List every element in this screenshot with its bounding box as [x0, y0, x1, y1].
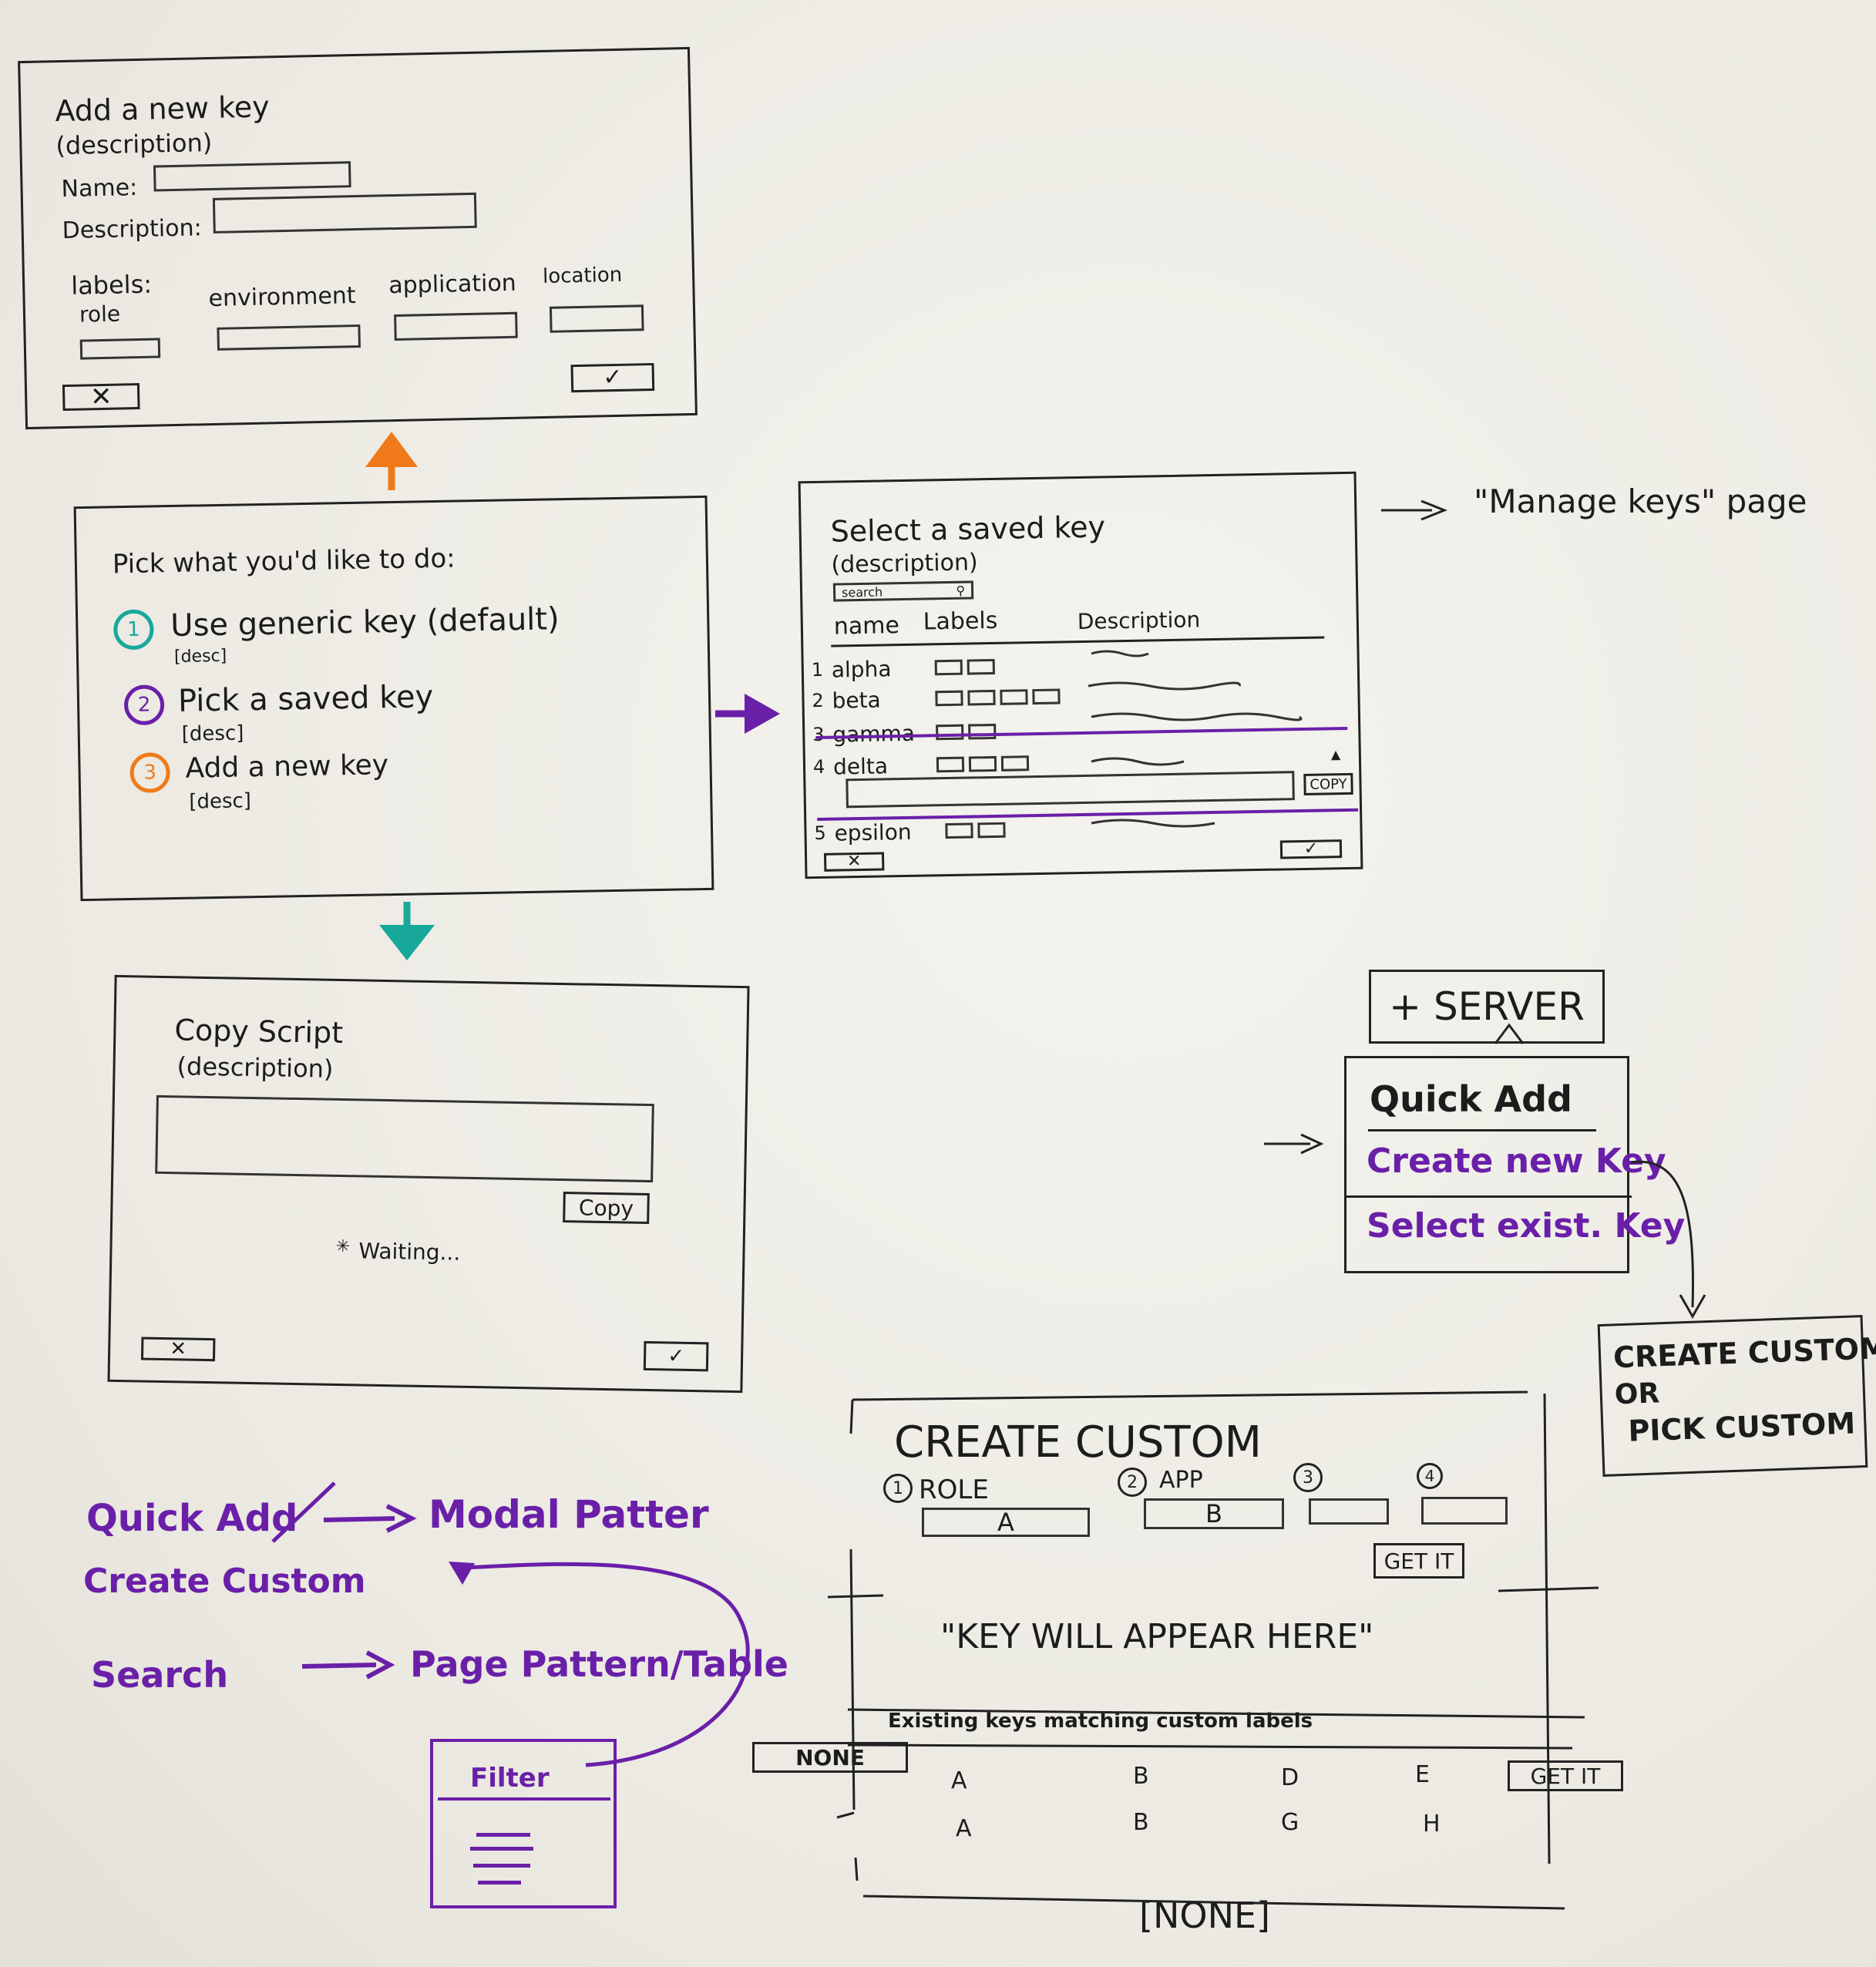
orange-arrow-up — [365, 432, 418, 490]
role-label: ROLE — [919, 1474, 989, 1505]
modal-pattern-note: Modal Patter — [429, 1492, 709, 1537]
app-label: APP — [1159, 1467, 1203, 1494]
filter-list-line — [473, 1864, 530, 1868]
arrow-to-manage-keys — [1381, 499, 1448, 521]
menu-item-create-new-key[interactable]: Create new Key — [1367, 1142, 1666, 1181]
field-1-number: 1 — [883, 1474, 913, 1503]
filter-sketch: Filter — [430, 1739, 617, 1908]
filter-to-modal-curve — [449, 1562, 750, 1767]
filter-label: Filter — [470, 1763, 550, 1794]
arrow-to-page-pattern — [301, 1650, 395, 1680]
arrow-to-server-menu — [1264, 1133, 1324, 1155]
create-custom-title: CREATE CUSTOM — [894, 1417, 1262, 1468]
purple-arrow-right — [715, 694, 780, 734]
role-value: A — [997, 1508, 1014, 1537]
select-table-squiggles — [1088, 650, 1303, 828]
match-row-2-cell-2[interactable]: B — [1133, 1809, 1149, 1836]
get-it-button[interactable]: GET IT — [1373, 1543, 1464, 1579]
filter-list-line — [476, 1833, 530, 1837]
app-field[interactable]: B — [1144, 1498, 1284, 1529]
match-row-2-cell-1[interactable]: A — [956, 1815, 972, 1842]
match-row-1-cell-4[interactable]: E — [1415, 1761, 1430, 1788]
app-value: B — [1205, 1499, 1222, 1528]
match-row-2-cell-4[interactable]: H — [1423, 1811, 1441, 1838]
match-row-1-cell-1[interactable]: A — [951, 1767, 967, 1794]
get-it-row-button[interactable]: GET IT — [1508, 1760, 1623, 1791]
quick-add-note: Quick Add — [86, 1497, 298, 1540]
role-field[interactable]: A — [922, 1508, 1090, 1537]
create-custom-note: Create Custom — [83, 1562, 366, 1601]
menu-item-select-exist-key[interactable]: Select exist. Key — [1367, 1206, 1686, 1246]
dropdown-caret — [1494, 1023, 1525, 1044]
key-placeholder: "KEY WILL APPEAR HERE" — [940, 1617, 1374, 1656]
quick-add-strike — [271, 1481, 336, 1543]
arrow-to-modal-pattern — [323, 1504, 417, 1533]
teal-arrow-down — [379, 902, 435, 960]
create-key-connector — [1630, 1160, 1706, 1320]
server-button[interactable]: + SERVER — [1369, 970, 1605, 1044]
page-pattern-note: Page Pattern/Table — [410, 1643, 788, 1685]
server-button-label: + SERVER — [1389, 984, 1585, 1029]
field-3[interactable] — [1309, 1498, 1389, 1525]
create-custom-dialog: CREATE CUSTOM 1 ROLE A 2 APP B 3 4 GET I… — [752, 1389, 1623, 1882]
menu-item-quick-add[interactable]: Quick Add — [1370, 1078, 1572, 1120]
filter-list-line — [470, 1847, 533, 1851]
field-4-number: 4 — [1417, 1463, 1443, 1489]
field-3-number: 3 — [1293, 1463, 1323, 1492]
server-dropdown: Quick Add Create new Key Select exist. K… — [1344, 1056, 1685, 1273]
create-custom-frame — [827, 1390, 1599, 1910]
menu-divider — [1368, 1129, 1596, 1131]
filter-list-line — [478, 1881, 521, 1885]
match-row-2-cell-3[interactable]: G — [1281, 1809, 1299, 1836]
field-4[interactable] — [1421, 1497, 1508, 1525]
filter-divider — [438, 1797, 610, 1801]
match-row-1-cell-2[interactable]: B — [1133, 1763, 1149, 1790]
manage-keys-note: "Manage keys" page — [1474, 483, 1807, 520]
field-2-number: 2 — [1118, 1468, 1147, 1497]
menu-divider — [1346, 1195, 1632, 1198]
search-note: Search — [91, 1654, 229, 1696]
match-row-1-cell-3[interactable]: D — [1281, 1764, 1299, 1791]
